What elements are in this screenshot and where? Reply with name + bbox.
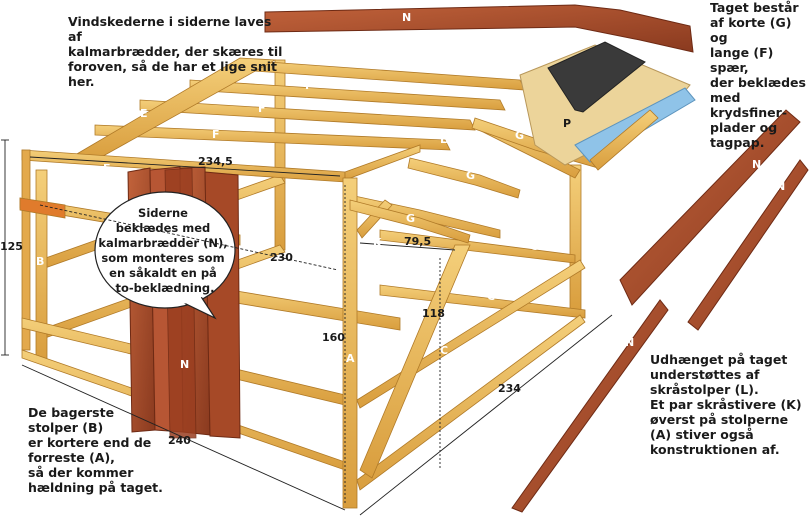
label-n-right-2: N [776, 180, 785, 193]
rafter-f-4 [94, 124, 451, 151]
dim-160: 160 [322, 331, 345, 344]
bar-bottom-right [356, 314, 586, 491]
loose-board-n-bottom: N [511, 299, 669, 513]
note-top-right: Taget består af korte (G) og lange (F) s… [710, 0, 806, 150]
label-b: B [36, 255, 44, 268]
dimension-labels: 234,5 230 125 79,5 118 160 240 234 [0, 155, 521, 447]
label-e-1: E [440, 133, 448, 146]
note-top-left: Vindskederne i siderne laves af kalmarbr… [68, 14, 283, 89]
bubble-line-5: en såkaldt en på [109, 266, 217, 280]
label-c-2: C [487, 290, 495, 303]
part-labels: F F F F F E J E E E G G G K B D C C C D … [36, 54, 543, 433]
label-l-front: L [410, 306, 417, 319]
label-p: P [563, 117, 571, 130]
label-c-front: C [314, 362, 322, 375]
label-f-front: F [103, 162, 111, 175]
label-e-3: E [535, 180, 543, 193]
rafter-f-2 [189, 79, 506, 111]
dim-125: 125 [0, 240, 23, 253]
dim-118: 118 [422, 307, 445, 320]
label-g-3: G [406, 212, 415, 225]
label-d-right: D [484, 344, 493, 357]
bubble-line-6: to-beklædning. [116, 281, 215, 295]
label-c-bottom: C [268, 420, 276, 433]
label-n-bottom: N [625, 336, 634, 349]
label-f-3: F [258, 102, 266, 115]
dim-240: 240 [168, 434, 191, 447]
label-c-1: C [530, 240, 538, 253]
label-c-3: C [440, 344, 448, 357]
rafter-f-3 [139, 99, 476, 131]
dimension-lines [1, 139, 613, 516]
bubble-line-2: beklædes med [116, 221, 211, 235]
label-f-4: F [212, 128, 220, 141]
label-e-2: E [470, 138, 478, 151]
note-bottom-left: De bagerste stolper (B) er kortere end d… [28, 405, 163, 495]
label-n-siding: N [180, 358, 189, 371]
label-h: H [296, 290, 305, 303]
loose-board-n-top: N [264, 4, 694, 53]
label-n-right-1: N [752, 158, 761, 171]
beam-e-front-right [344, 144, 421, 181]
rafter-g-2 [407, 157, 521, 199]
bar-mid-right [356, 259, 586, 409]
loose-board-n-right-2: N [687, 159, 809, 331]
loose-board-n-right-1: N [619, 109, 801, 306]
diagonal-brace-l-front [359, 244, 471, 479]
diagonal-brace-l-right: L [589, 109, 659, 191]
label-f-1: F [352, 54, 360, 67]
tarpaper [547, 41, 646, 113]
label-n-top: N [402, 11, 411, 24]
label-e-left: E [140, 107, 148, 120]
label-d-left: D [72, 288, 81, 301]
bubble-line-3: kalmarbrædder (N), [98, 236, 227, 250]
post-a [342, 177, 358, 509]
roof-sheathing: P [519, 41, 696, 166]
label-a: A [346, 352, 355, 365]
label-j: J [206, 116, 211, 129]
note-bottom-right: Udhænget på taget understøttes af skråst… [650, 352, 802, 457]
rafter-g-lower [349, 199, 471, 244]
back-post-right [569, 164, 582, 311]
dim-234: 234 [498, 382, 521, 395]
info-bubble: Siderne beklædes med kalmarbrædder (N), … [94, 191, 236, 320]
label-g-1: G [515, 129, 524, 142]
label-k: K [373, 236, 382, 249]
label-l-right: L [622, 178, 629, 191]
bubble-text: Siderne beklædes med kalmarbrædder (N), … [98, 206, 231, 295]
bubble-line-1: Siderne [138, 206, 188, 220]
label-f-2: F [305, 79, 313, 92]
dim-79-5: 79,5 [404, 235, 431, 248]
dim-230: 230 [270, 251, 293, 264]
label-g-2: G [466, 169, 475, 182]
dim-234-5: 234,5 [198, 155, 233, 168]
bubble-line-4: som monteres som [101, 251, 224, 265]
